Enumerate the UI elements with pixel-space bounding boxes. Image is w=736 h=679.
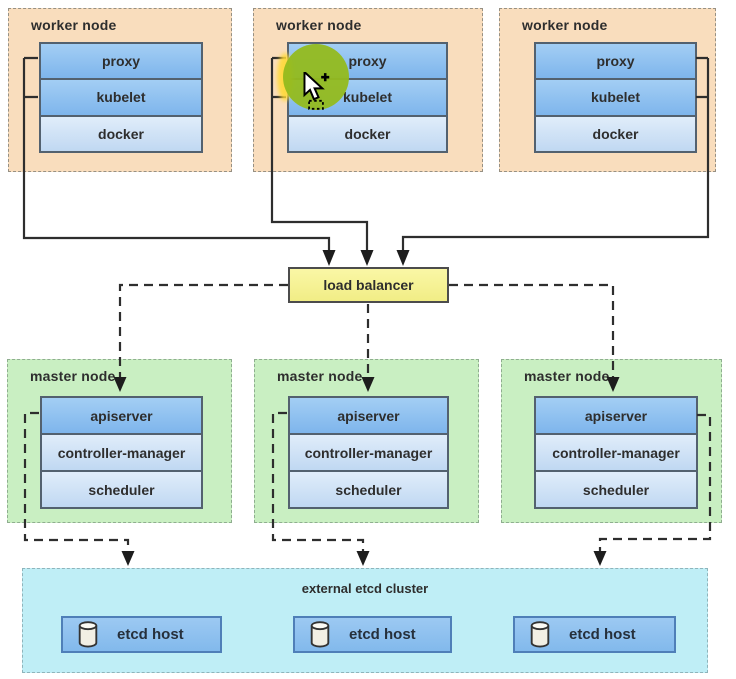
database-icon — [309, 621, 331, 648]
kubelet-box: kubelet — [536, 78, 695, 115]
proxy-box: proxy — [536, 44, 695, 79]
master-node-3-label: master node — [524, 368, 610, 384]
worker-node-3-components: proxy kubelet docker — [534, 42, 697, 153]
scheduler-box: scheduler — [42, 470, 201, 507]
master-node-3: master node apiserver controller-manager… — [501, 359, 722, 523]
kubelet-box: kubelet — [41, 78, 201, 115]
scheduler-box: scheduler — [290, 470, 447, 507]
solid-arrowheads — [322, 250, 410, 266]
worker-node-1-components: proxy kubelet docker — [39, 42, 203, 153]
etcd-host-3-label: etcd host — [569, 626, 636, 643]
master-node-3-components: apiserver controller-manager scheduler — [534, 396, 698, 509]
docker-box: docker — [536, 114, 695, 151]
master-node-2-components: apiserver controller-manager scheduler — [288, 396, 449, 509]
worker-node-3-label: worker node — [522, 17, 608, 33]
worker-node-1: worker node proxy kubelet docker — [8, 8, 232, 172]
master-node-1-components: apiserver controller-manager scheduler — [40, 396, 203, 509]
external-etcd-cluster: external etcd cluster etcd host etcd hos… — [22, 568, 708, 673]
master-node-2: master node apiserver controller-manager… — [254, 359, 479, 523]
master-node-1-label: master node — [30, 368, 116, 384]
worker-node-2-label: worker node — [276, 17, 362, 33]
etcd-cluster-label: external etcd cluster — [301, 581, 429, 596]
database-icon — [77, 621, 99, 648]
database-icon — [529, 621, 551, 648]
worker-node-1-label: worker node — [31, 17, 117, 33]
master-node-2-label: master node — [277, 368, 363, 384]
apiserver-box: apiserver — [536, 398, 696, 433]
controller-manager-box: controller-manager — [42, 433, 201, 470]
load-balancer-box: load balancer — [288, 267, 449, 303]
apiserver-box: apiserver — [290, 398, 447, 433]
proxy-box: proxy — [41, 44, 201, 79]
etcd-host-1: etcd host — [61, 616, 222, 653]
docker-box: docker — [289, 114, 446, 151]
apiserver-box: apiserver — [42, 398, 201, 433]
controller-manager-box: controller-manager — [290, 433, 447, 470]
zoom-select-cursor-icon — [303, 72, 330, 110]
etcd-host-3: etcd host — [513, 616, 676, 653]
scheduler-box: scheduler — [536, 470, 696, 507]
etcd-host-2: etcd host — [293, 616, 452, 653]
master-node-1: master node apiserver controller-manager… — [7, 359, 232, 523]
worker-node-3: worker node proxy kubelet docker — [499, 8, 716, 172]
etcd-host-1-label: etcd host — [117, 626, 184, 643]
etcd-host-2-label: etcd host — [349, 626, 416, 643]
controller-manager-box: controller-manager — [536, 433, 696, 470]
docker-box: docker — [41, 114, 201, 151]
